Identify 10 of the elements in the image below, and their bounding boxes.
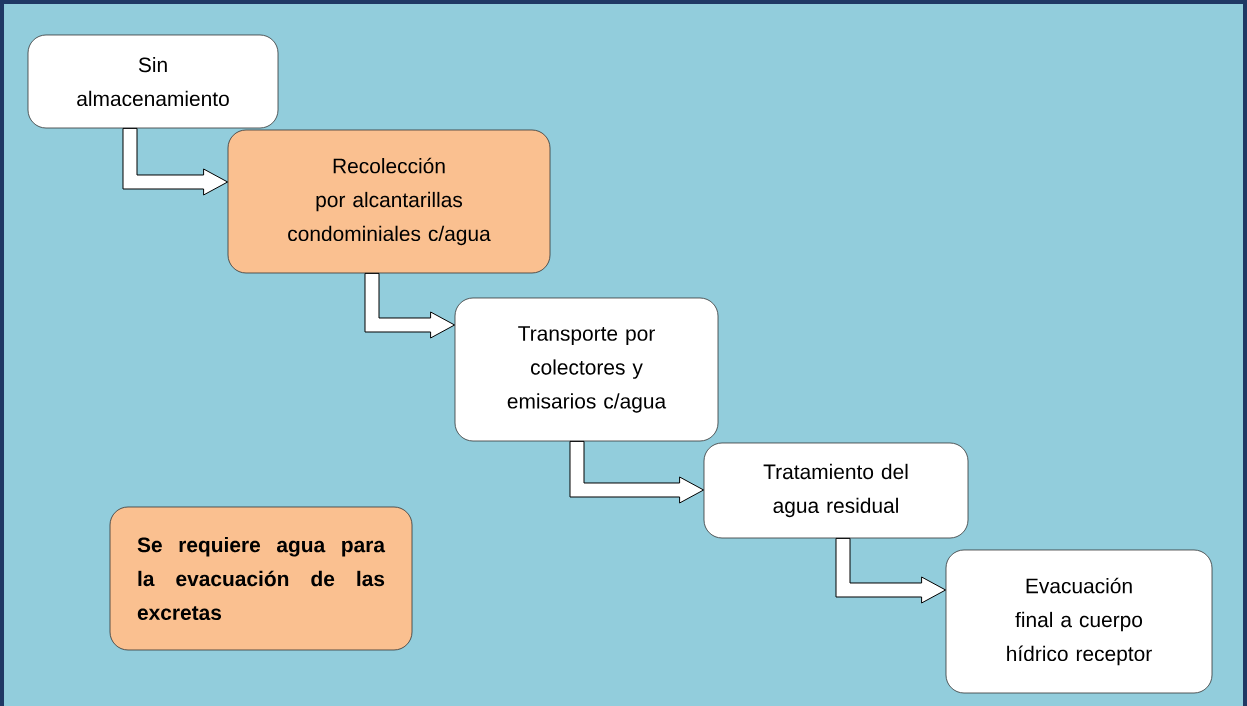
process-box: Tratamiento del agua residual [703, 442, 969, 539]
bent-arrow [364, 272, 456, 339]
bent-arrow [122, 127, 229, 196]
process-box: Evacuación final a cuerpo hídrico receptor [945, 549, 1213, 694]
bent-arrow [835, 537, 947, 604]
bent-arrow [569, 440, 705, 504]
note-box: Se requiere agua para la evacuación de las excretas [109, 506, 413, 651]
process-box: Transporte por colectores y emisarios c/agua [454, 297, 719, 442]
process-box: Sin almacenamiento [27, 34, 279, 129]
process-box: Recolección por alcantarillas condominiales c/agua [227, 129, 551, 274]
